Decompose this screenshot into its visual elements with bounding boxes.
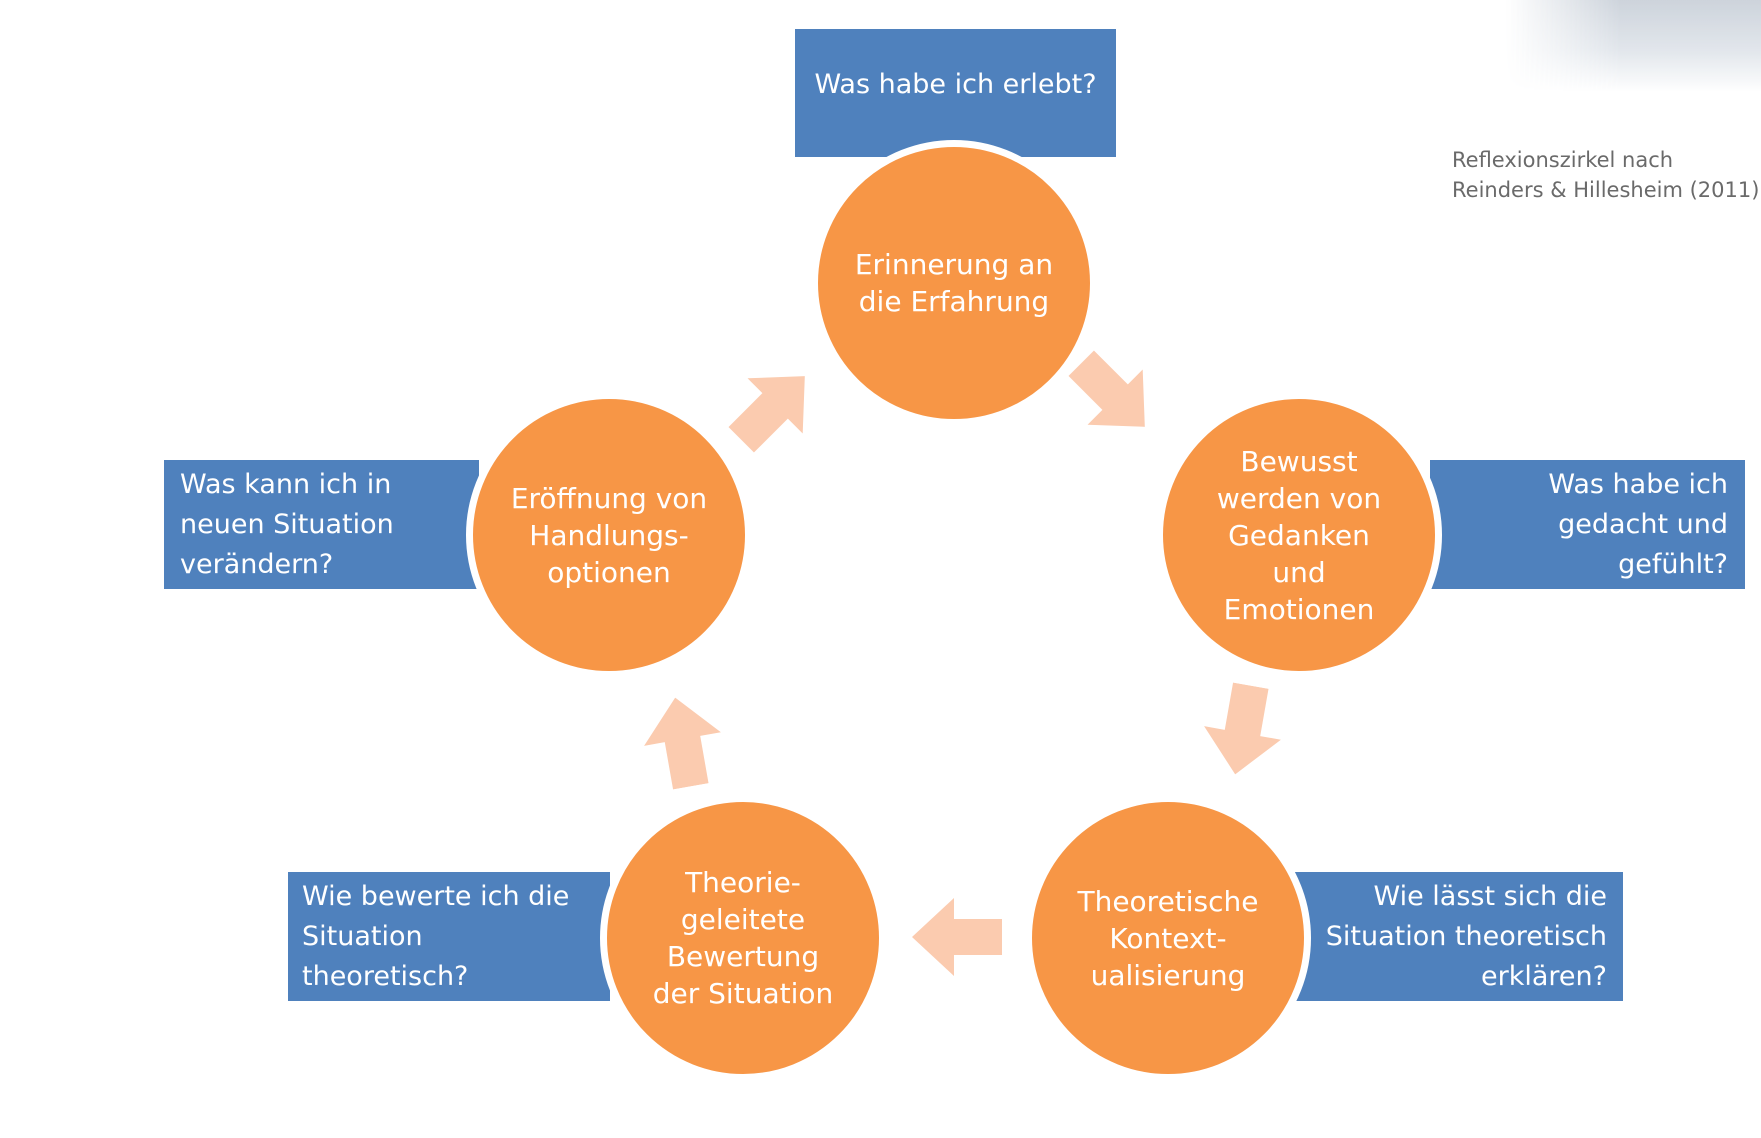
node-label-line: Kontext- <box>1109 921 1227 955</box>
question-line: Was kann ich in <box>180 468 392 500</box>
node-action-options: Eröffnung von Handlungs- optionen <box>466 392 752 678</box>
question-box-evaluation: Wie bewerte ich die Situation theoretisc… <box>288 872 610 1001</box>
question-line: Was habe ich <box>1548 468 1728 500</box>
citation-line: Reinders & Hillesheim (2011) <box>1452 178 1760 202</box>
question-line: theoretisch? <box>302 960 469 992</box>
node-label-line: Handlungs- <box>529 518 689 552</box>
arrow-4-to-5-icon <box>644 697 721 790</box>
node-label-line: werden von <box>1216 481 1382 515</box>
node-label-line: und <box>1272 555 1326 589</box>
node-label-line: ualisierung <box>1090 958 1246 992</box>
question-line: gedacht und <box>1558 508 1728 540</box>
node-label-line: Eröffnung von <box>510 481 708 515</box>
question-line: Situation theoretisch <box>1325 920 1607 952</box>
arrow-5-to-1-icon <box>728 376 805 453</box>
question-box-experience: Was habe ich erlebt? <box>795 29 1116 157</box>
citation-line: Reflexionszirkel nach <box>1452 148 1674 172</box>
node-label-line: Theorie- <box>685 866 801 899</box>
arrow-3-to-4-icon <box>912 898 1002 976</box>
node-label-line: Bewusst <box>1240 444 1358 478</box>
node-label-line: Emotionen <box>1223 592 1375 626</box>
question-line: Wie lässt sich die <box>1373 880 1607 912</box>
node-label-line: die Erfahrung <box>858 285 1050 318</box>
corner-decoration <box>1505 0 1761 92</box>
question-box-options: Was kann ich in neuen Situation veränder… <box>164 460 479 589</box>
node-awareness: Bewusst werden von Gedanken und Emotione… <box>1156 392 1442 678</box>
question-box-thoughts: Was habe ich gedacht und gefühlt? <box>1430 460 1745 589</box>
node-label-line: geleitete <box>680 903 806 936</box>
question-line: Wie bewerte ich die <box>302 880 570 912</box>
node-label-line: Erinnerung an <box>854 248 1054 281</box>
node-label-line: der Situation <box>652 977 834 1010</box>
node-label-line: optionen <box>547 555 671 589</box>
question-line: Was habe ich erlebt? <box>814 69 1097 100</box>
arrow-1-to-2-icon <box>1068 350 1145 427</box>
question-line: Situation <box>302 920 423 952</box>
node-label-line: Gedanken <box>1228 518 1370 552</box>
node-memory-of-experience: Erinnerung an die Erfahrung <box>811 140 1097 426</box>
question-line: erklären? <box>1481 960 1607 992</box>
arrow-2-to-3-icon <box>1204 682 1281 775</box>
node-label-line: Theoretische <box>1077 884 1259 918</box>
question-line: verändern? <box>180 548 334 580</box>
node-label-line: Bewertung <box>666 940 820 973</box>
node-contextualization: Theoretische Kontext- ualisierung <box>1025 795 1311 1081</box>
node-evaluation: Theorie- geleitete Bewertung der Situati… <box>600 795 886 1081</box>
question-line: neuen Situation <box>180 508 394 540</box>
question-line: gefühlt? <box>1618 548 1728 580</box>
question-box-theory-explain: Wie lässt sich die Situation theoretisch… <box>1292 872 1623 1001</box>
citation: Reflexionszirkel nach Reinders & Hillesh… <box>1452 145 1760 205</box>
